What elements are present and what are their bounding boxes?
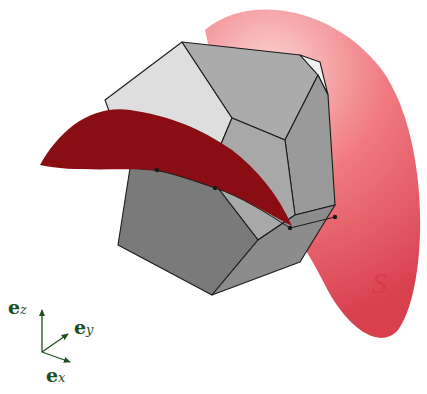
surface-label: S xyxy=(372,268,387,298)
axis-label: ez xyxy=(8,298,27,317)
surface-front xyxy=(40,109,292,226)
axis-label: ey xyxy=(74,318,93,337)
axis-label: ex xyxy=(46,366,65,385)
axis-triad xyxy=(42,310,70,362)
intersection-curve xyxy=(155,170,335,228)
intersection-points xyxy=(155,168,337,230)
